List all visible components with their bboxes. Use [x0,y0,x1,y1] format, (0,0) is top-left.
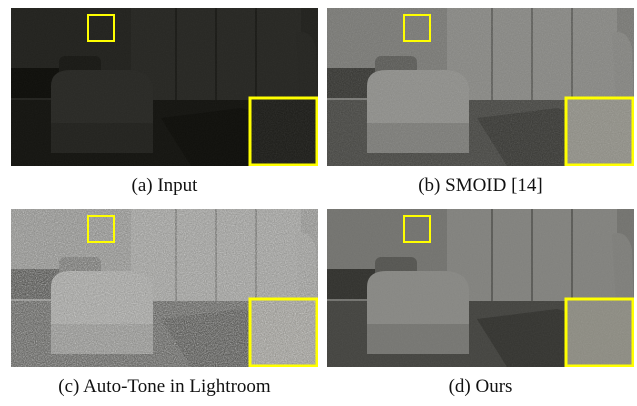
zoom-inset [564,297,634,367]
panel-auto-tone [11,209,318,367]
highlight-box [403,215,431,243]
panel-smoid [327,8,634,166]
caption-input: (a) Input [131,175,198,196]
zoom-inset [564,96,634,166]
highlight-box [87,215,115,243]
zoom-inset [248,96,318,166]
caption-auto-tone: (c) Auto-Tone in Lightroom [58,376,271,397]
zoom-inset [248,297,318,367]
highlight-box [403,14,431,42]
scene-image [11,8,318,166]
caption-smoid: (b) SMOID [14] [418,175,543,196]
panel-ours [327,209,634,367]
highlight-box [87,14,115,42]
scene-image [327,209,634,367]
panel-input [11,8,318,166]
scene-image [11,209,318,367]
scene-image [327,8,634,166]
caption-ours: (d) Ours [448,376,513,397]
